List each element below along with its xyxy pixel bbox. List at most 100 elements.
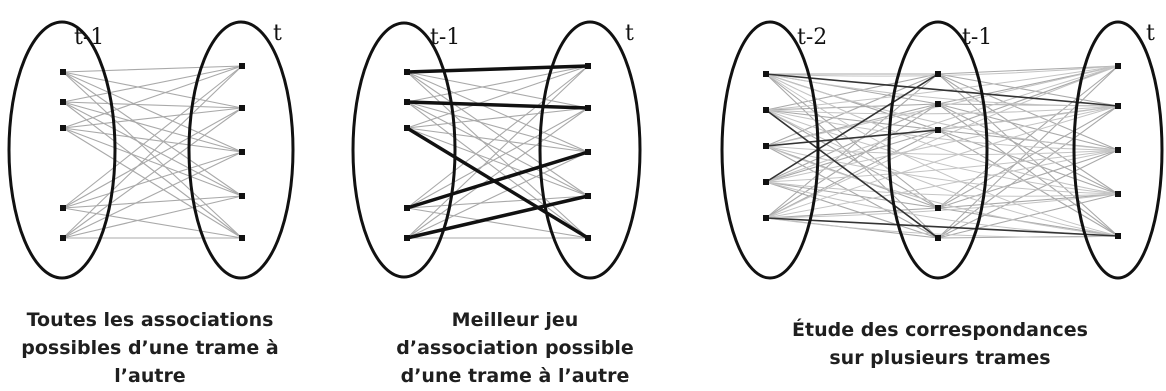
caption-line: l’autre <box>114 365 186 387</box>
candidate-link <box>765 145 939 239</box>
best-association-link <box>405 150 590 210</box>
detection-point <box>585 149 591 155</box>
detection-point <box>935 71 941 77</box>
candidate-link <box>406 107 589 129</box>
candidate-link <box>406 71 589 239</box>
frame-label-t: t <box>273 21 282 46</box>
best-association-link <box>405 194 590 240</box>
candidate-link <box>765 73 939 209</box>
detection-point <box>1115 191 1121 197</box>
detection-point <box>1115 233 1121 239</box>
multi-frame-link <box>765 65 1119 219</box>
candidate-link <box>937 73 1119 151</box>
candidate-link <box>937 105 1119 239</box>
candidate-link <box>62 207 243 239</box>
candidate-link <box>62 107 243 209</box>
detection-point <box>60 235 66 241</box>
detection-point <box>60 69 66 75</box>
best-association-link <box>405 64 590 74</box>
candidate-link <box>406 107 589 239</box>
frame-label-t-2: t-2 <box>797 25 827 50</box>
candidate-link <box>62 71 243 153</box>
candidate-link <box>406 65 589 239</box>
best-association-link <box>405 126 590 240</box>
panel-all-associations: t-1 t <box>7 20 295 280</box>
candidate-link <box>765 103 939 219</box>
candidate-link <box>765 103 939 183</box>
candidate-link <box>765 73 939 111</box>
candidate-link <box>937 129 1119 151</box>
detection-point <box>1115 63 1121 69</box>
frame-label-t-1: t-1 <box>962 25 992 50</box>
candidate-link <box>62 65 243 129</box>
candidate-link <box>62 195 243 239</box>
detection-point <box>404 69 410 75</box>
frame-ellipse-t-2 <box>720 20 820 280</box>
candidate-links <box>406 65 589 239</box>
detection-point <box>585 235 591 241</box>
candidate-link <box>62 65 243 209</box>
candidate-link <box>62 101 243 109</box>
detection-point <box>239 235 245 241</box>
detection-points <box>763 63 1121 241</box>
candidate-link <box>62 127 243 153</box>
multi-frame-link <box>765 105 1119 183</box>
detection-point <box>763 215 769 221</box>
detection-point <box>1115 147 1121 153</box>
candidate-link <box>62 151 243 209</box>
candidate-link <box>62 195 243 209</box>
candidate-link <box>937 65 1119 239</box>
candidate-link <box>765 73 939 147</box>
detection-point <box>404 99 410 105</box>
multi-frame-link <box>765 149 1119 183</box>
caption-line: Meilleur jeu <box>451 309 579 331</box>
panel-multi-frame: t-2 t-1 t <box>720 20 1164 280</box>
detection-point <box>935 101 941 107</box>
cross-frame-link <box>765 217 1119 237</box>
detection-point <box>585 105 591 111</box>
detection-point <box>239 193 245 199</box>
detection-point <box>60 99 66 105</box>
panel-best-association: t-1 t <box>351 20 642 280</box>
candidate-link <box>937 65 1119 75</box>
candidate-link <box>406 195 589 209</box>
detection-point <box>935 127 941 133</box>
detection-point <box>763 107 769 113</box>
multi-frame-link <box>765 217 1119 238</box>
multi-frame-link <box>765 65 1119 147</box>
caption-all-associations: Toutes les associations possibles d’une … <box>0 306 300 390</box>
multi-frame-link <box>765 145 1119 237</box>
detection-point <box>585 63 591 69</box>
candidate-link <box>765 109 939 131</box>
detection-point <box>404 125 410 131</box>
candidate-link <box>406 107 589 209</box>
detection-point <box>763 71 769 77</box>
candidate-link <box>406 207 589 239</box>
cross-frame-link <box>765 129 939 147</box>
frame-ellipse-t-1 <box>887 20 989 280</box>
detection-point <box>763 143 769 149</box>
frame-label-t-1: t-1 <box>430 25 460 50</box>
candidate-link <box>937 149 1119 239</box>
caption-line: sur plusieurs trames <box>829 347 1051 369</box>
candidate-link <box>937 193 1119 209</box>
candidate-link <box>937 73 1119 107</box>
candidate-link <box>62 65 243 239</box>
candidate-link <box>62 127 243 239</box>
candidate-link <box>62 107 243 129</box>
frame-ellipse-t <box>538 20 642 280</box>
candidate-link <box>937 103 1119 151</box>
candidate-link <box>937 105 1119 209</box>
candidate-link <box>406 127 589 153</box>
candidate-link <box>937 73 1119 195</box>
candidate-link <box>62 71 243 109</box>
candidate-link <box>765 129 939 183</box>
detection-point <box>585 193 591 199</box>
multi-frame-link <box>765 109 1119 195</box>
candidate-link <box>765 207 939 219</box>
candidate-link <box>62 65 243 103</box>
detection-point <box>60 125 66 131</box>
best-association-link <box>405 100 590 110</box>
frame-label-t: t <box>625 21 634 46</box>
